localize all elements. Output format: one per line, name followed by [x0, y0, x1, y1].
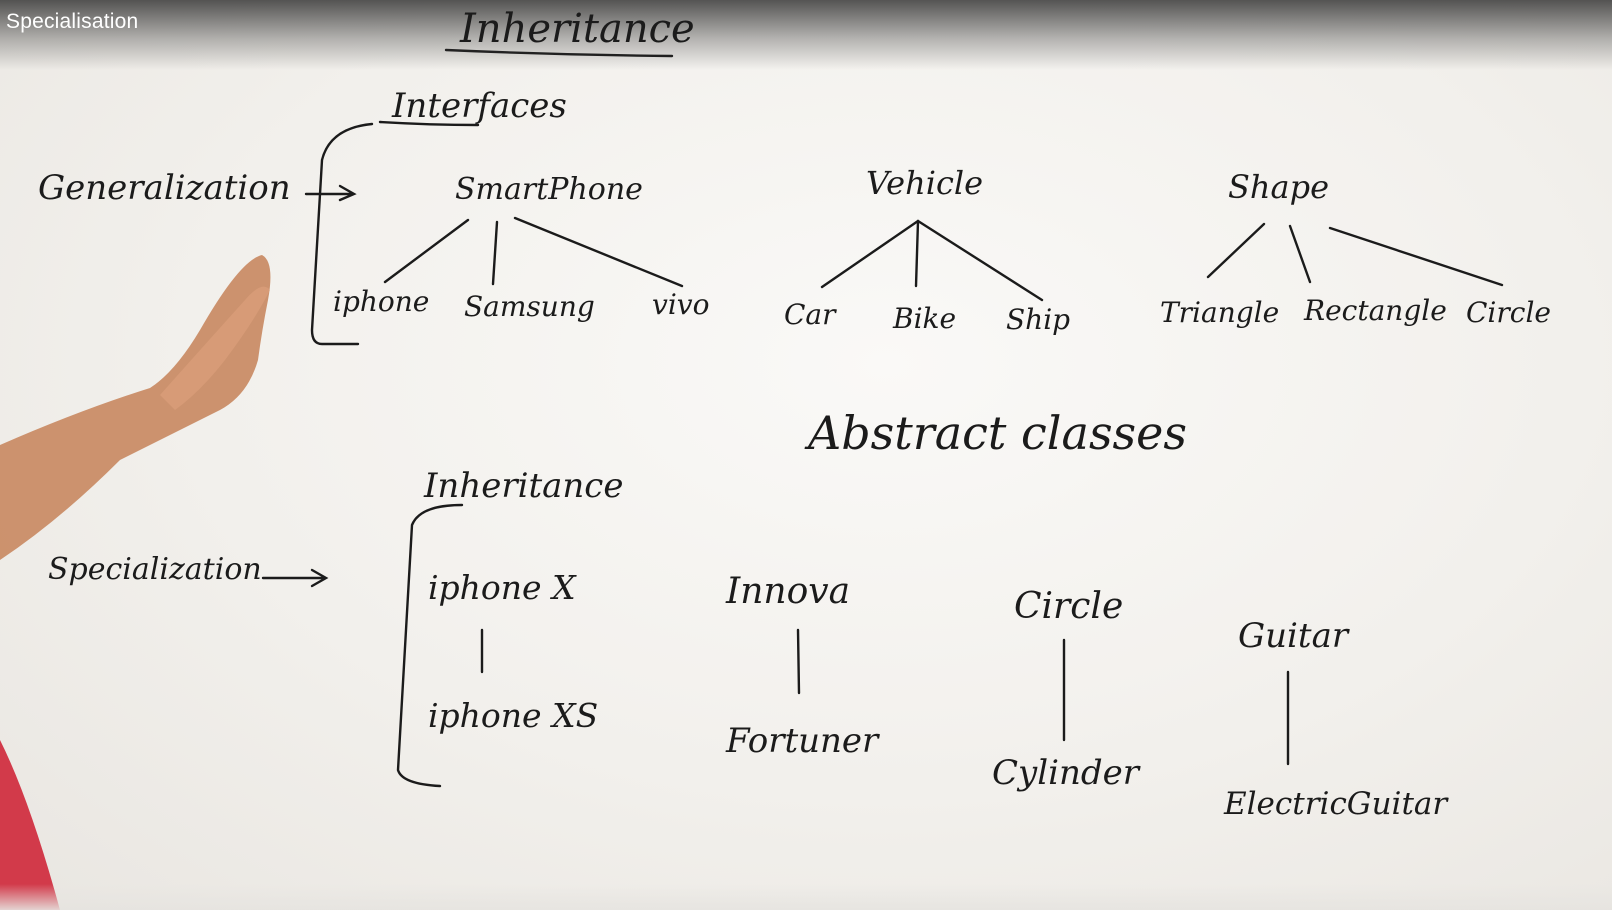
video-top-overlay: [0, 0, 1612, 70]
inheritance-sub-label: Inheritance: [424, 466, 624, 506]
tree-shape-child-3: Circle: [1466, 296, 1551, 329]
pair-guitar-derived: ElectricGuitar: [1224, 786, 1448, 822]
pair-innova-connector: [796, 628, 801, 695]
interfaces-underline: [378, 120, 480, 127]
tree-smartphone-child-3: vivo: [652, 288, 710, 321]
generalization-arrow: [304, 184, 357, 202]
vehicle-branch-right: [916, 219, 1044, 302]
tree-smartphone-parent: SmartPhone: [455, 172, 643, 207]
smartphone-branch-left: [383, 218, 470, 284]
tree-vehicle-parent: Vehicle: [866, 164, 984, 202]
smartphone-branch-right: [513, 216, 684, 288]
interfaces-label: Interfaces: [392, 86, 567, 126]
specialization-label: Specialization: [48, 552, 262, 587]
pair-circle-derived: Cylinder: [992, 753, 1140, 793]
video-bottom-edge: [0, 884, 1612, 910]
shape-branch-mid: [1288, 224, 1312, 284]
vehicle-branch-mid: [914, 219, 920, 288]
tree-vehicle-child-1: Car: [784, 298, 836, 331]
tree-shape-parent: Shape: [1228, 168, 1330, 206]
tree-shape-child-2: Rectangle: [1304, 294, 1447, 327]
pair-circle-base: Circle: [1014, 586, 1124, 627]
pair-innova-derived: Fortuner: [726, 721, 879, 761]
vehicle-branch-left: [820, 219, 920, 289]
shape-branch-left: [1206, 222, 1266, 279]
specialization-arrow: [261, 568, 329, 588]
smartphone-branch-mid: [491, 220, 499, 286]
generalization-label: Generalization: [38, 168, 291, 208]
tree-smartphone-child-2: Samsung: [464, 290, 595, 323]
pair-guitar-base: Guitar: [1238, 616, 1349, 656]
generalization-bracket: [310, 122, 374, 346]
tree-shape-child-1: Triangle: [1160, 296, 1280, 329]
specialization-bracket: [396, 503, 464, 788]
video-title: Specialisation: [6, 10, 139, 33]
tree-smartphone-child-1: iphone: [333, 285, 430, 318]
tree-vehicle-child-2: Bike: [893, 302, 957, 335]
pair-iphone-derived: iphone XS: [428, 696, 599, 735]
pair-innova-base: Innova: [726, 571, 851, 612]
pair-iphone-base: iphone X: [428, 568, 576, 607]
shape-branch-right: [1328, 226, 1504, 287]
heading-inheritance: Inheritance: [460, 6, 695, 52]
tree-vehicle-child-3: Ship: [1006, 303, 1071, 336]
abstract-classes-label: Abstract classes: [808, 406, 1187, 460]
